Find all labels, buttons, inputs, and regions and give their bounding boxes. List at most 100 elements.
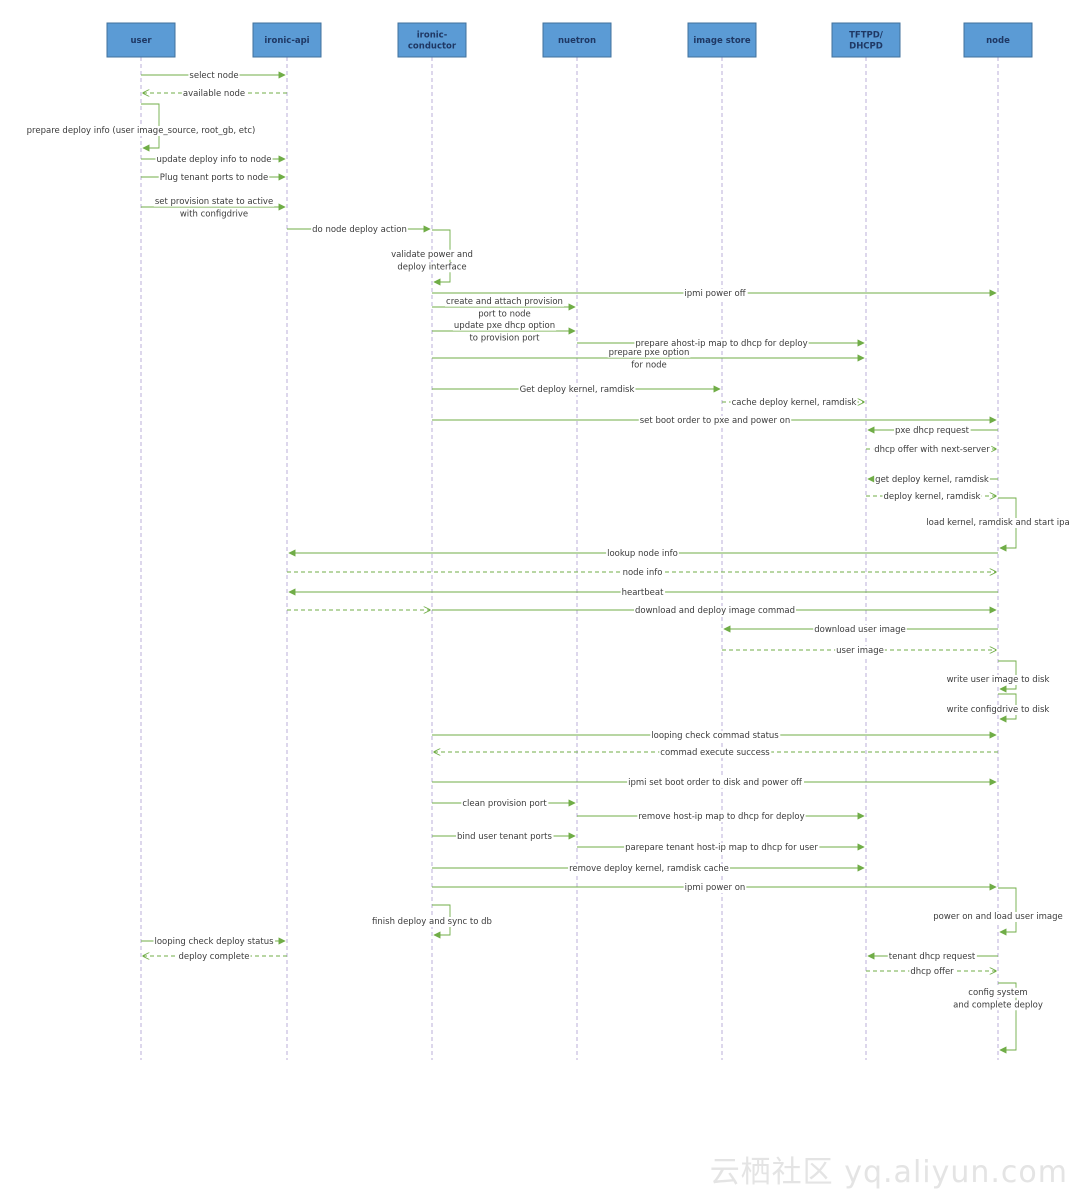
- message-13: Get deploy kernel, ramdisk: [432, 385, 721, 395]
- message-26: download user image: [723, 625, 998, 635]
- message-label: bind user tenant ports: [457, 832, 552, 842]
- label-background: [25, 126, 257, 136]
- label-background: [952, 1000, 1044, 1011]
- label-background: [620, 588, 666, 598]
- message-label: finish deploy and sync to db: [372, 917, 492, 927]
- actor-label-image: image store: [693, 36, 750, 46]
- message-label: looping check deploy status: [154, 937, 274, 947]
- message-label: clean provision port: [462, 799, 547, 809]
- label-background: [606, 549, 679, 559]
- label-background: [659, 748, 772, 758]
- message-label: pxe dhcp request: [895, 426, 970, 436]
- message-label: tenant dhcp request: [889, 952, 976, 962]
- message-label: load kernel, ramdisk and start ipa: [926, 518, 1069, 528]
- label-background: [945, 675, 1051, 685]
- label-background: [873, 445, 992, 455]
- label-background: [477, 309, 532, 320]
- message-31: commad execute success: [434, 748, 998, 758]
- label-background: [153, 937, 276, 947]
- actor-box-node: [963, 22, 1033, 58]
- message-label: prepare ahost-ip map to dhcp for deploy: [635, 339, 807, 349]
- message-label: write configdrive to disk: [947, 705, 1050, 715]
- message-label: download and deploy image commad: [635, 606, 795, 616]
- message-label: ipmi power on: [685, 883, 746, 893]
- message-label: dhcp offer: [910, 967, 954, 977]
- label-background: [683, 289, 748, 299]
- message-label: prepare deploy info (user image_source, …: [27, 126, 256, 136]
- label-background: [181, 89, 247, 99]
- label-background: [874, 475, 990, 485]
- label-background: [638, 416, 792, 426]
- label-background: [396, 262, 468, 273]
- message-label: parepare tenant host-ip map to dhcp for …: [625, 843, 818, 853]
- actor-label-cond: ironic-: [417, 31, 448, 41]
- actor-label-tftp: TFTPD/: [849, 31, 884, 41]
- message-label: cache deploy kernel, ramdisk: [732, 398, 857, 408]
- label-background: [607, 347, 691, 358]
- actor-box-cond: [397, 22, 467, 58]
- message-18: get deploy kernel, ramdisk: [867, 475, 998, 485]
- message-23: heartbeat: [288, 588, 998, 598]
- label-background: [188, 71, 240, 81]
- message-4: Plug tenant ports to node: [141, 173, 286, 183]
- message-label: get deploy kernel, ramdisk: [875, 475, 989, 485]
- message-label: deploy kernel, ramdisk: [884, 492, 981, 502]
- message-24: download and deploy image commad: [432, 606, 997, 616]
- message-30: looping check commad status: [432, 731, 997, 741]
- message-label: available node: [183, 89, 245, 99]
- label-background: [634, 339, 809, 349]
- message-33: clean provision port: [432, 799, 576, 809]
- message-37: remove deploy kernel, ramdisk cache: [432, 864, 865, 874]
- label-background: [461, 799, 549, 809]
- label-background: [445, 296, 564, 307]
- actor-box-api: [252, 22, 322, 58]
- label-background: [178, 209, 250, 220]
- message-label: do node deploy action: [312, 225, 407, 235]
- message-16: pxe dhcp request: [867, 426, 998, 436]
- label-background: [683, 883, 747, 893]
- label-background: [153, 196, 275, 207]
- self-call-arrow: [998, 982, 1017, 1054]
- label-background: [621, 568, 664, 578]
- watermark: 云栖社区 yq.aliyun.com: [709, 1155, 1068, 1190]
- message-label: user image: [836, 646, 884, 656]
- actor-label-cond: conductor: [408, 42, 457, 52]
- label-background: [945, 705, 1051, 715]
- message-17: dhcp offer with next-server: [866, 445, 996, 455]
- label-background: [518, 385, 636, 395]
- label-background: [452, 320, 557, 331]
- message-39: power on and load user image: [932, 887, 1064, 936]
- actor-label-neutron: nuetron: [558, 36, 596, 46]
- message-label: port to node: [478, 309, 531, 319]
- label-background: [925, 518, 1071, 528]
- message-1: available node: [143, 89, 287, 99]
- actor-label-api: ironic-api: [264, 36, 309, 46]
- label-background: [158, 173, 270, 183]
- message-label: heartbeat: [622, 588, 664, 598]
- message-14: cache deploy kernel, ramdisk: [722, 398, 864, 408]
- message-label: remove host-ip map to dhcp for deploy: [638, 812, 804, 822]
- message-label: Plug tenant ports to node: [160, 173, 269, 183]
- actor-label-node: node: [986, 36, 1010, 46]
- message-label: and complete deploy: [953, 1000, 1043, 1010]
- label-background: [371, 917, 493, 927]
- message-label: write user image to disk: [947, 675, 1050, 685]
- label-background: [155, 155, 273, 165]
- message-label: ipmi set boot order to disk and power of…: [628, 778, 803, 788]
- message-20: load kernel, ramdisk and start ipa: [925, 497, 1071, 552]
- label-background: [633, 606, 797, 616]
- actor-label-user: user: [130, 36, 152, 46]
- label-background: [568, 864, 730, 874]
- message-label: lookup node info: [607, 549, 678, 559]
- actor-box-tftp: [831, 22, 901, 58]
- message-36: parepare tenant host-ip map to dhcp for …: [577, 843, 865, 853]
- label-background: [932, 912, 1064, 922]
- message-label: update deploy info to node: [156, 155, 271, 165]
- message-label: select node: [189, 71, 238, 81]
- label-background: [650, 731, 781, 741]
- self-call-arrow: [998, 887, 1017, 936]
- actor-box-image: [687, 22, 757, 58]
